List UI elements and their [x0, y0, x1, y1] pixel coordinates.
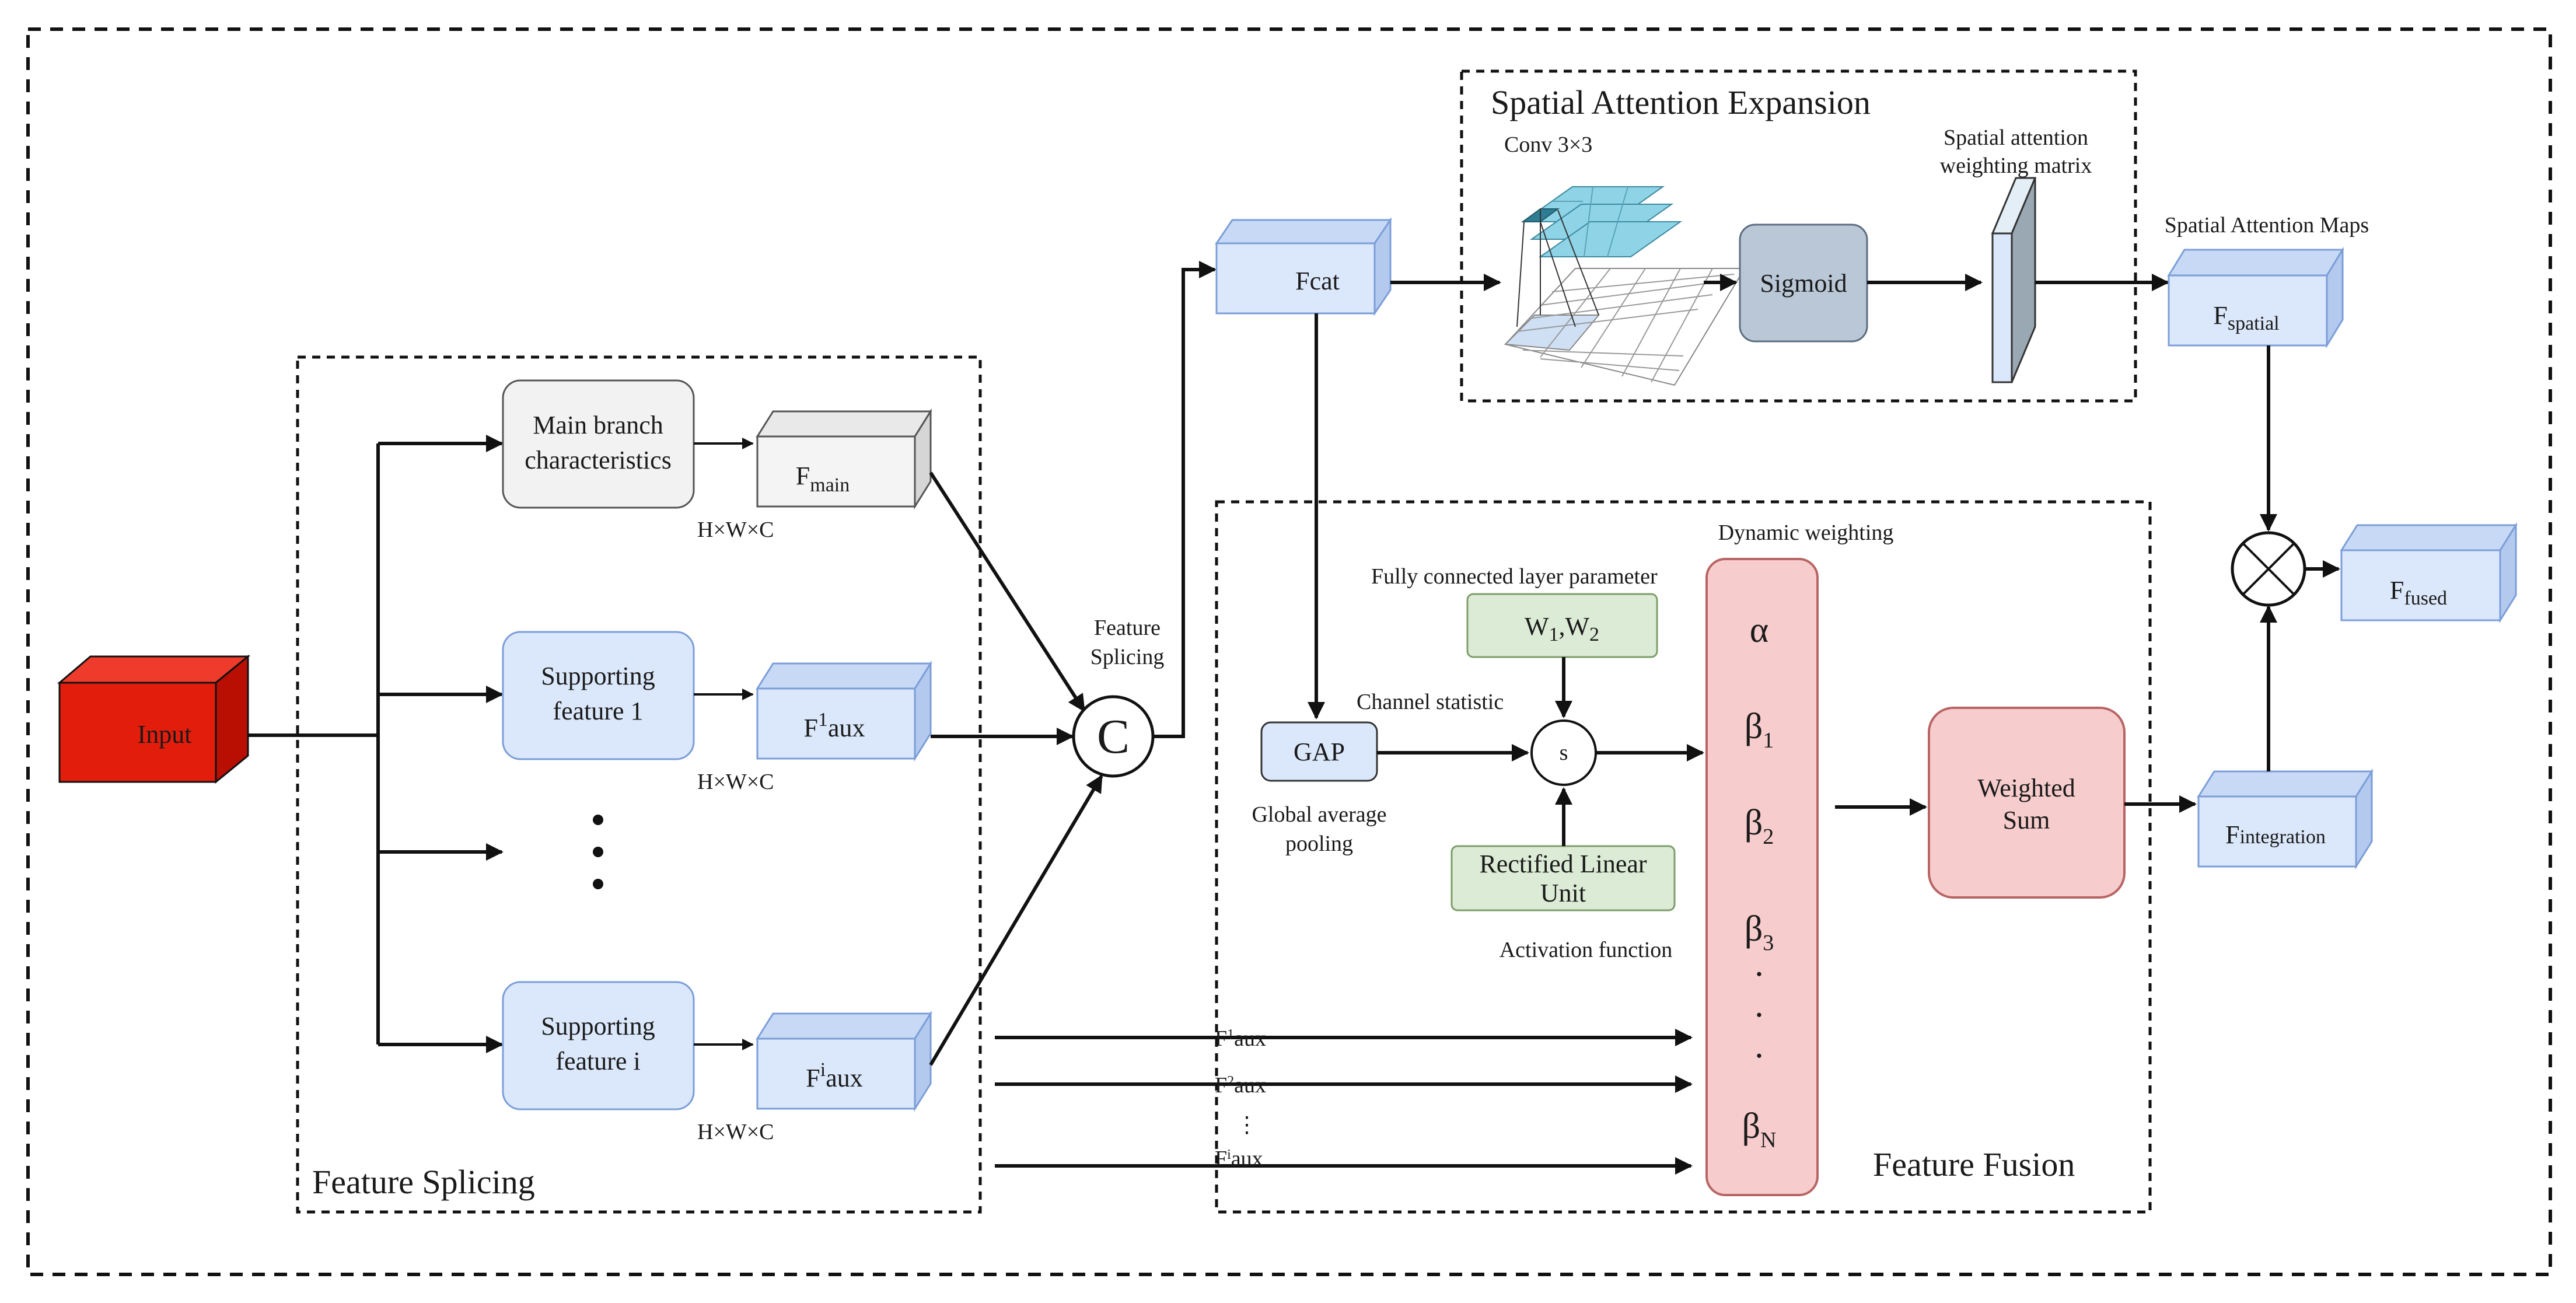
conv-label: Conv 3×3 [1504, 132, 1592, 157]
input-block: Input [57, 654, 251, 784]
aux-input-label: F1aux [1215, 1026, 1266, 1051]
concat-label-1: Feature [1094, 616, 1161, 640]
gap-desc-2: pooling [1285, 832, 1353, 856]
sigmoid-label: Sigmoid [1760, 269, 1847, 298]
matrix-label-1: Spatial attention [1944, 125, 2088, 150]
fc-label: Fully connected layer parameter [1371, 564, 1658, 589]
gap-label: GAP [1294, 738, 1345, 766]
svg-text:Fmain: Fmain [796, 462, 850, 496]
ellipsis-dot [593, 847, 603, 857]
svg-text:Fintegration: Fintegration [2225, 820, 2326, 849]
input-label: Input [138, 720, 192, 749]
concat-label-2: Splicing [1090, 645, 1165, 669]
f-main-base: F [796, 462, 810, 490]
fcat-block: Fcat [1215, 217, 1392, 316]
support-1-dim-label: H×W×C [697, 770, 774, 794]
channel-stat-label: Channel statistic [1357, 690, 1504, 714]
ellipsis-dot [593, 879, 603, 889]
spatial-maps-label: Spatial Attention Maps [2165, 213, 2369, 237]
weights-label: W1,W2 [1525, 612, 1599, 645]
main-branch-box [502, 379, 695, 509]
weighted-sum-box [1928, 707, 2126, 899]
attention-matrix-block [1991, 177, 2037, 383]
support-i-box [502, 981, 695, 1110]
dynamic-weighting-label: Dynamic weighting [1718, 520, 1894, 545]
f-fused-block: Ffused [2340, 522, 2518, 624]
support-i-label-2: feature i [555, 1047, 640, 1075]
svg-text:Fiaux: Fiaux [806, 1059, 862, 1092]
coef-dot: · [1753, 995, 1766, 1035]
fcat-label: Fcat [1295, 267, 1340, 295]
support-i-label-1: Supporting [541, 1012, 655, 1040]
coef-dot: · [1753, 1036, 1766, 1076]
coefficient-list: α β1 β2 β3 βN [1742, 610, 1777, 1152]
f-aux-1-block: F1aux [756, 660, 932, 762]
feature-fusion-title: Feature Fusion [1873, 1145, 2075, 1183]
svg-text:F1aux: F1aux [803, 709, 865, 742]
multiply-icon [2231, 531, 2306, 607]
s-node-label: s [1560, 740, 1568, 765]
main-branch-label-1: Main branch [533, 411, 663, 439]
coefficient-label: β2 [1745, 803, 1774, 849]
main-branch-label-2: characteristics [525, 446, 672, 474]
dynamic-weight-column [1705, 558, 1819, 1196]
activation-label: Activation function [1500, 938, 1673, 962]
spatial-attention-region [1460, 69, 2137, 403]
support-1-label-2: feature 1 [553, 697, 643, 725]
weighted-sum-label-1: Weighted [1977, 774, 2075, 802]
coefficient-label: βN [1742, 1106, 1777, 1152]
support-1-box [502, 631, 695, 760]
coefficient-label: β1 [1745, 707, 1774, 753]
coefficient-label: α [1750, 610, 1768, 650]
coefficient-label: β3 [1745, 909, 1774, 955]
f-main-block: Fmain [756, 408, 932, 510]
weighted-sum-label-2: Sum [2003, 806, 2050, 834]
svg-text:Fspatial: Fspatial [2213, 301, 2279, 334]
f-integration-block: Fintegration [2197, 768, 2374, 870]
f-main-sub: main [810, 474, 850, 496]
aux-input-label: Fiaux [1215, 1147, 1263, 1171]
aux-vdots: ⋮ [1236, 1113, 1258, 1137]
spatial-attention-title: Spatial Attention Expansion [1491, 83, 1871, 121]
ellipsis-dot [593, 815, 603, 825]
aux-input-label: F2aux [1215, 1073, 1266, 1098]
relu-label-2: Unit [1540, 879, 1586, 907]
main-dim-label: H×W×C [697, 518, 774, 542]
relu-label-1: Rectified Linear [1479, 850, 1647, 878]
matrix-label-2: weighting matrix [1940, 153, 2092, 178]
support-i-dim-label: H×W×C [697, 1120, 774, 1144]
conv-grid-icon: Conv 3×3 [1504, 132, 1746, 386]
feature-fusion-region [1215, 500, 2152, 1214]
feature-splicing-title: Feature Splicing [312, 1163, 535, 1201]
coef-dot: · [1753, 955, 1766, 994]
gap-desc-1: Global average [1252, 802, 1386, 827]
f-spatial-block: Fspatial [2167, 246, 2344, 349]
feature-splicing-region [296, 355, 982, 1214]
concat-symbol: C [1097, 710, 1130, 764]
f-aux-i-block: Fiaux [756, 1010, 932, 1112]
support-1-label-1: Supporting [541, 662, 655, 690]
svg-text:Ffused: Ffused [2390, 576, 2447, 609]
